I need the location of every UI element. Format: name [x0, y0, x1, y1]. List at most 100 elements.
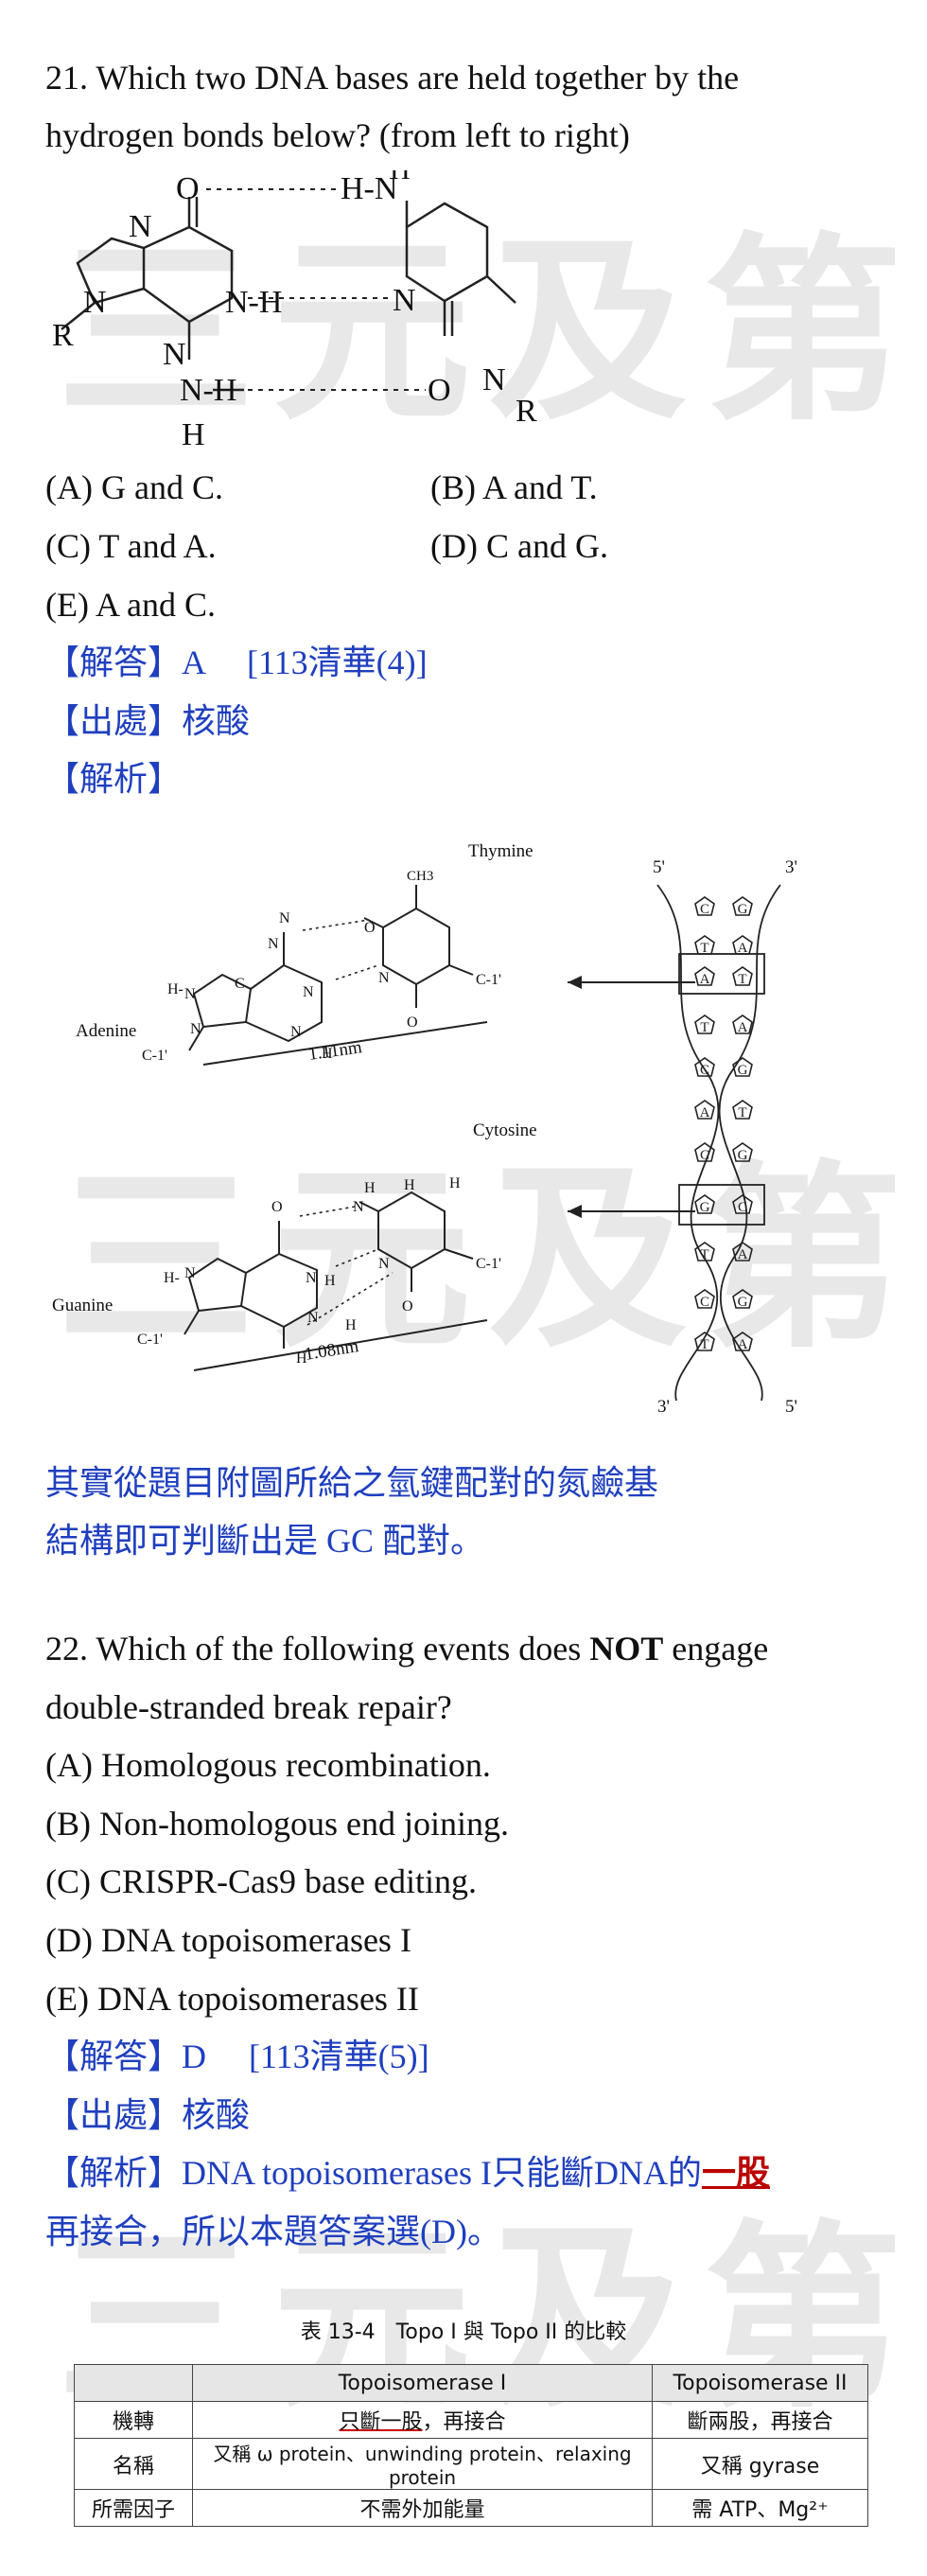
- svg-text:N: N: [290, 1024, 302, 1040]
- svg-text:O: O: [364, 920, 376, 936]
- svg-text:C: C: [700, 1148, 709, 1163]
- svg-text:C: C: [235, 976, 245, 992]
- svg-text:N: N: [482, 362, 506, 397]
- q21-explanation: 其實從題目附圖所給之氫鍵配對的氮鹼基: [45, 1464, 659, 1502]
- svg-text:C-1': C-1': [476, 1256, 501, 1272]
- svg-text:A: A: [738, 941, 748, 956]
- q21-source: 【出處】核酸: [45, 702, 251, 740]
- q21-answer: 【解答】A [113清華(4)]: [45, 644, 428, 681]
- svg-text:N: N: [163, 337, 186, 372]
- svg-text:N: N: [268, 936, 279, 952]
- svg-text:O: O: [402, 1298, 413, 1314]
- highlight-one-strand: 一股: [701, 2154, 770, 2192]
- svg-text:N: N: [353, 1199, 364, 1215]
- table-row: 所需因子 不需外加能量 需 ATP、Mg²⁺: [74, 2489, 868, 2527]
- svg-text:O: O: [271, 1199, 283, 1215]
- svg-text:5': 5': [785, 1397, 797, 1415]
- q22-analysis: 【解析】DNA topoisomerases I只能斷DNA的一股: [45, 2154, 770, 2192]
- q22-analysis: 再接合，所以本題答案選(D)。: [45, 2213, 501, 2250]
- svg-text:A: A: [700, 1105, 710, 1120]
- svg-text:H-: H-: [164, 1270, 180, 1286]
- svg-text:N: N: [279, 910, 290, 926]
- q22-source: 【出處】核酸: [45, 2096, 251, 2134]
- watermark: 三元及第: [57, 1143, 920, 1375]
- q22-option-e: (E) DNA topoisomerases II: [45, 1980, 419, 2018]
- svg-text:R: R: [516, 394, 537, 429]
- q21-base-pair-structure: N N R O N-H N N-H H H-N H N O N R: [52, 170, 537, 450]
- table-caption: 表 13-4 Topo I 與 Topo II 的比較: [300, 2320, 627, 2344]
- svg-text:T: T: [700, 1020, 708, 1035]
- svg-text:T: T: [700, 1337, 708, 1352]
- svg-text:N: N: [303, 984, 314, 1000]
- q22-option-b: (B) Non-homologous end joining.: [45, 1805, 509, 1843]
- svg-text:C: C: [738, 1200, 747, 1215]
- svg-text:H: H: [449, 1175, 461, 1191]
- table-header-row: Topoisomerase I Topoisomerase II: [74, 2364, 868, 2402]
- svg-text:T: T: [700, 941, 708, 956]
- q22-answer: 【解答】D [113清華(5)]: [45, 2038, 429, 2075]
- svg-text:G: G: [738, 1063, 748, 1078]
- q21-analysis-label: 【解析】: [45, 760, 183, 798]
- svg-text:N-H: N-H: [180, 373, 236, 408]
- q21-option-c: (C) T and A.: [45, 527, 217, 565]
- svg-text:T: T: [738, 1105, 746, 1120]
- svg-text:C-1': C-1': [137, 1332, 163, 1348]
- label-adenine: Adenine: [76, 1021, 136, 1041]
- svg-text:H: H: [182, 417, 205, 450]
- svg-text:N: N: [184, 1265, 196, 1281]
- q21-option-e: (E) A and C.: [45, 586, 216, 624]
- label-at-distance: 1.11nm: [307, 1037, 363, 1065]
- svg-text:A: A: [700, 972, 710, 987]
- svg-text:H: H: [322, 1046, 333, 1062]
- svg-text:C-1': C-1': [142, 1048, 167, 1064]
- q22-option-a: (A) Homologous recombination.: [45, 1746, 491, 1784]
- q22-question: double-stranded break repair?: [45, 1688, 452, 1726]
- svg-text:H: H: [296, 1350, 307, 1367]
- svg-text:N-H: N-H: [225, 285, 282, 320]
- svg-text:G: G: [738, 1295, 748, 1310]
- svg-text:A: A: [738, 1020, 748, 1035]
- svg-text:H-N: H-N: [341, 171, 397, 206]
- svg-text:G: G: [738, 902, 748, 917]
- svg-text:H: H: [404, 1177, 415, 1193]
- label-thymine: Thymine: [468, 841, 533, 861]
- q21-explanation: 結構即可判斷出是 GC 配對。: [45, 1522, 485, 1560]
- label-gc-distance: 1.08nm: [303, 1336, 359, 1365]
- svg-text:G: G: [700, 1200, 710, 1215]
- q21-question: 21. Which two DNA bases are held togethe…: [45, 59, 740, 97]
- svg-text:N: N: [83, 285, 107, 320]
- svg-text:O: O: [407, 1015, 418, 1031]
- svg-text:H: H: [345, 1317, 357, 1333]
- watermark: 三元及第: [57, 216, 920, 448]
- q21-option-a: (A) G and C.: [45, 468, 223, 506]
- svg-text:G: G: [738, 1148, 748, 1163]
- svg-text:H: H: [324, 1273, 336, 1289]
- svg-text:C: C: [700, 1295, 709, 1310]
- svg-text:N: N: [184, 986, 196, 1002]
- svg-text:3': 3': [657, 1397, 670, 1415]
- svg-text:3': 3': [785, 857, 797, 877]
- svg-text:H: H: [390, 170, 411, 185]
- svg-text:A: A: [738, 1247, 748, 1262]
- svg-text:CH3: CH3: [407, 869, 433, 884]
- svg-text:R: R: [52, 318, 74, 353]
- q21-option-b: (B) A and T.: [430, 468, 598, 506]
- q22-option-c: (C) CRISPR-Cas9 base editing.: [45, 1862, 477, 1900]
- label-cytosine: Cytosine: [473, 1120, 537, 1140]
- q21-question: hydrogen bonds below? (from left to righ…: [45, 116, 630, 154]
- table-row: 機轉 只斷一股，再接合 斷兩股，再接合: [74, 2401, 868, 2439]
- svg-text:C: C: [700, 1063, 709, 1078]
- svg-text:N: N: [306, 1270, 317, 1286]
- topo-comparison-table: Topoisomerase I Topoisomerase II 機轉 只斷一股…: [74, 2364, 868, 2527]
- svg-text:O: O: [176, 171, 200, 206]
- svg-text:C-1': C-1': [476, 972, 501, 988]
- svg-text:N: N: [378, 1256, 390, 1272]
- svg-text:N: N: [393, 283, 416, 318]
- svg-text:N: N: [378, 970, 390, 986]
- label-guanine: Guanine: [52, 1296, 113, 1315]
- q21-option-d: (D) C and G.: [430, 527, 608, 565]
- table-row: 名稱 又稱 ω protein、unwinding protein、relaxi…: [74, 2438, 868, 2490]
- svg-text:C: C: [700, 902, 709, 917]
- svg-text:T: T: [700, 1247, 708, 1262]
